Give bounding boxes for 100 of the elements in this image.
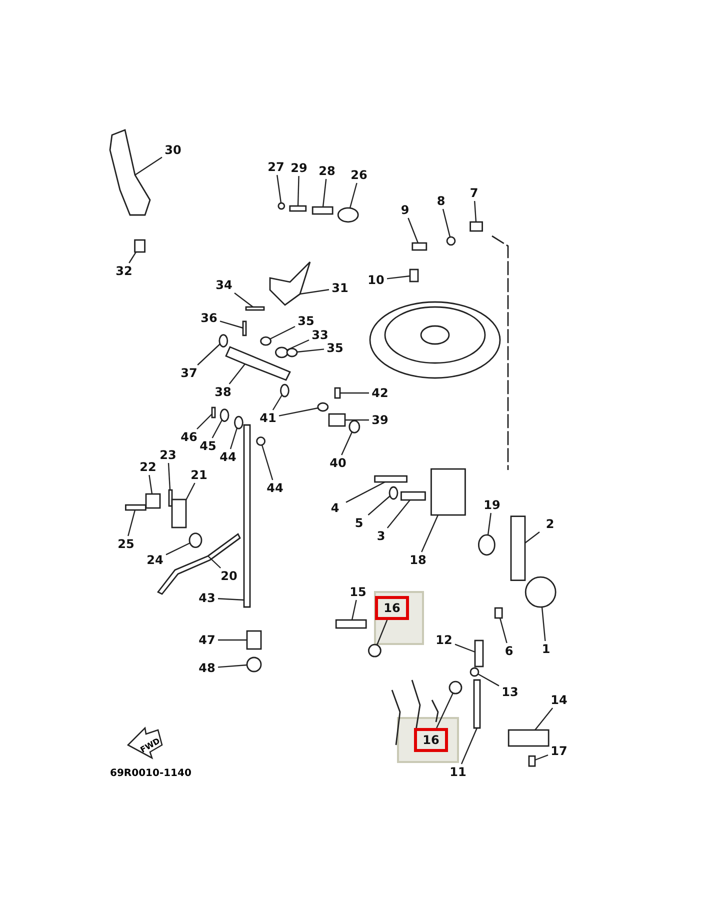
callout-number: 6 [497,643,521,659]
leader-line [228,364,246,384]
leader-line [487,512,492,536]
leader-line [386,275,410,280]
pin-drawing [528,755,536,767]
callout-number: 5 [347,515,371,531]
lever-drawing [171,498,187,528]
leader-line [272,394,283,410]
washer-drawing [286,348,298,358]
leader-line [230,428,238,450]
leader-line [185,482,196,500]
joint-drawing [474,640,484,668]
callout-number: 10 [364,272,388,288]
callout-number: 41 [256,410,280,426]
pin-drawing [335,619,367,629]
callout-number: 34 [212,277,236,293]
leader-line [340,392,369,394]
shaft-drawing [225,346,291,381]
cam-drawing [430,468,466,516]
leader-line [478,673,500,686]
callout-number: 20 [217,568,241,584]
callout-number: 43 [195,590,219,606]
callout-number: 47 [195,632,219,648]
pin-drawing [334,387,341,399]
callout-number: 4 [323,500,347,516]
callout-number: 35 [323,340,347,356]
leader-line [261,444,274,480]
callout-number: 2 [538,516,562,532]
callout-number: 35 [294,313,318,329]
pin-drawing [242,320,247,336]
callout-number: 28 [315,163,339,179]
joint-drawing [412,242,428,251]
collar-drawing [275,346,288,358]
spring-drawing [348,420,360,434]
lever-drawing [508,729,550,747]
callout-number: 44 [263,480,287,496]
leader-line [276,174,282,204]
rod-drawing [243,424,251,608]
nut-drawing [470,667,480,677]
callout-number: 39 [368,412,392,428]
leader-line [208,556,222,568]
leader-line [349,182,358,208]
leader-line [270,326,296,340]
leader-line [345,419,369,421]
callout-number: 15 [346,584,370,600]
washer-drawing [317,402,329,412]
leader-line [286,339,310,351]
lever-drawing [510,516,526,581]
lever-drawing [269,261,311,306]
callout-number: 36 [197,310,221,326]
callout-number: 3 [369,528,393,544]
ball-drawing [278,202,286,210]
callout-number: 33 [308,327,332,343]
washer-drawing [234,416,244,430]
washer-drawing [280,384,290,398]
leader-line [218,639,247,641]
spring-drawing [312,206,334,215]
leader-line [386,500,410,528]
callout-number: 11 [446,764,470,780]
bolt-drawing [494,607,503,619]
callout-number: 21 [187,467,211,483]
callout-number: 48 [195,660,219,676]
leader-line [212,420,223,438]
callout-number: 19 [480,497,504,513]
callout-number: 16 [414,728,448,752]
leader-line [300,289,330,295]
leader-line [368,496,390,516]
callout-number: 1 [534,641,558,657]
callout-number: 26 [347,167,371,183]
leader-line [128,510,136,536]
leader-line [128,252,136,264]
callout-number: 32 [112,263,136,279]
bolt-drawing [134,239,146,253]
leader-line [454,644,476,653]
collar-drawing [368,644,382,658]
rod-drawing [473,679,481,729]
pin-drawing [211,406,216,418]
callout-number: 30 [161,142,185,158]
callout-number: 38 [211,384,235,400]
nut-drawing [246,656,262,672]
leader-line [408,218,419,244]
leader-line [351,600,357,620]
leader-line [421,514,439,552]
callout-number: 8 [429,193,453,209]
bracket-drawing [524,576,556,608]
callout-number: 42 [368,385,392,401]
leader-line [436,692,454,728]
leader-line [534,708,554,730]
leader-line [148,474,153,494]
collar-drawing [448,680,462,694]
callout-number: 40 [326,455,350,471]
leader-line [322,178,327,208]
callout-number: 14 [547,692,571,708]
callout-number: 31 [328,280,352,296]
leader-line [499,618,508,644]
leader-line [196,414,212,430]
washer-drawing [218,334,228,348]
collar-drawing [145,493,161,509]
callout-number: 13 [498,684,522,700]
callout-number: 29 [287,160,311,176]
